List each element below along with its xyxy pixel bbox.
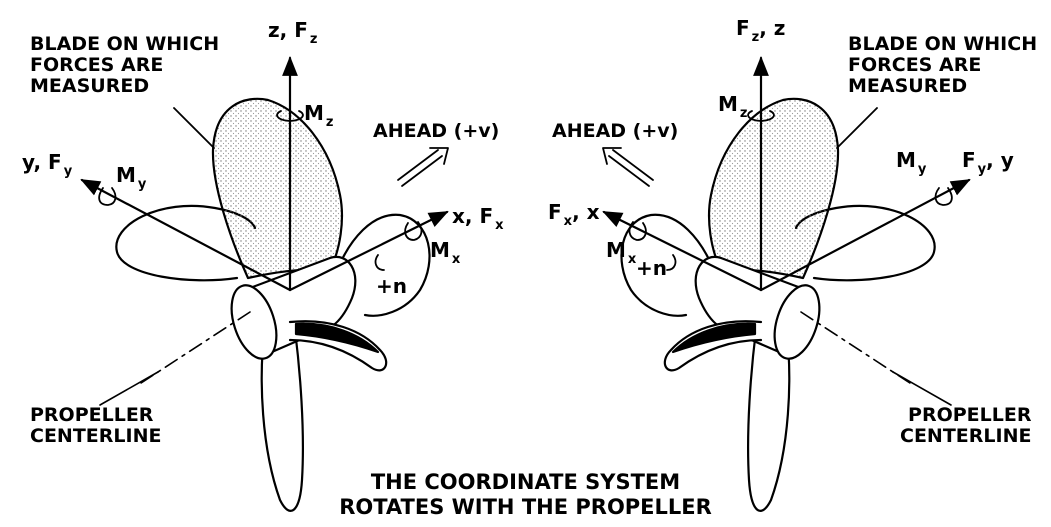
left-mz-curl-icon — [276, 110, 304, 122]
left-mx-curl-icon — [404, 221, 423, 241]
left-propeller — [115, 97, 431, 512]
left-centerline-leader — [99, 371, 159, 406]
left-propeller-hub-face — [230, 284, 278, 360]
left-ahead-arrow-icon — [397, 147, 449, 187]
right-mz-curl-icon — [747, 110, 775, 122]
left-blade-label: BLADE ON WHICH FORCES ARE MEASURED — [30, 33, 220, 97]
right-centerline-leader — [892, 371, 952, 406]
left-propeller-centerline — [137, 311, 251, 386]
right-y-axis — [759, 178, 971, 292]
right-blade-label: BLADE ON WHICH FORCES ARE MEASURED — [848, 33, 1038, 97]
left-propeller-blade-right — [336, 213, 431, 317]
right-propeller-hub-face — [773, 284, 821, 360]
right-centerline-label: PROPELLER CENTERLINE — [900, 404, 1032, 447]
caption-line-1: THE COORDINATE SYSTEM — [370, 470, 681, 494]
left-rotation-label: +n — [376, 274, 407, 298]
right-propeller-blade-bottom — [747, 323, 791, 512]
left-centerline-label: PROPELLER CENTERLINE — [30, 404, 162, 447]
left-y-axis — [80, 178, 292, 292]
diagram-caption: THE COORDINATE SYSTEM ROTATES WITH THE P… — [0, 470, 1051, 520]
left-my-curl-icon — [98, 187, 117, 206]
right-my-curl-icon — [934, 187, 953, 206]
right-blade-leader — [836, 107, 878, 149]
right-rotation-curl-icon — [666, 254, 677, 271]
right-propeller-centerline — [800, 311, 914, 386]
right-propeller — [602, 56, 971, 512]
right-ahead-arrow-icon — [602, 147, 654, 187]
right-mx-curl-icon — [628, 221, 647, 241]
left-propeller-blade-bottom — [260, 323, 304, 512]
left-rotation-curl-icon — [374, 254, 385, 271]
left-ahead-label: AHEAD (+v) — [373, 120, 500, 142]
right-rotation-label: +n — [636, 256, 667, 280]
right-propeller-blade-right — [620, 213, 715, 317]
caption-line-2: ROTATES WITH THE PROPELLER — [339, 495, 712, 519]
right-ahead-label: AHEAD (+v) — [552, 120, 679, 142]
left-blade-leader — [173, 107, 215, 149]
